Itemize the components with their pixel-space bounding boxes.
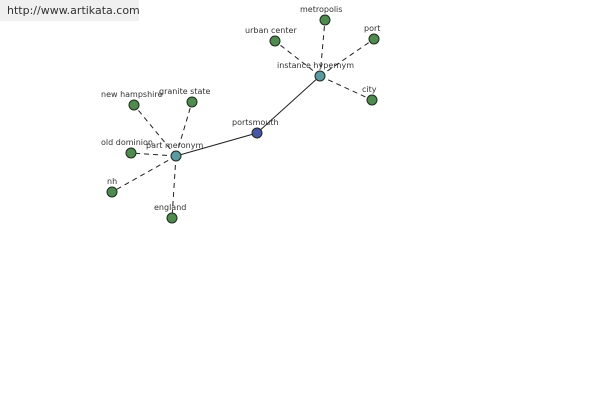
node-circle-nh[interactable] bbox=[106, 186, 118, 198]
node-circle-portsmouth[interactable] bbox=[251, 127, 263, 139]
edge-part-meronym-to-new-hampshire bbox=[133, 104, 177, 157]
node-new-hampshire[interactable]: new hampshire bbox=[101, 90, 162, 111]
node-circle-instance-hypernym[interactable] bbox=[314, 70, 326, 82]
edge-portsmouth-to-part-meronym bbox=[175, 132, 258, 157]
node-label-instance-hypernym: instance hypernym bbox=[277, 61, 354, 70]
node-england[interactable]: england bbox=[154, 203, 186, 224]
edge-part-meronym-to-granite-state bbox=[175, 101, 193, 157]
node-circle-granite-state[interactable] bbox=[186, 96, 198, 108]
node-granite-state[interactable]: granite state bbox=[159, 87, 211, 108]
node-circle-new-hampshire[interactable] bbox=[128, 99, 140, 111]
node-city[interactable]: city bbox=[362, 85, 378, 106]
node-nh[interactable]: nh bbox=[106, 177, 118, 198]
edge-instance-hypernym-to-city bbox=[319, 75, 373, 101]
node-port[interactable]: port bbox=[364, 24, 380, 45]
edge-part-meronym-to-england bbox=[171, 155, 177, 219]
node-circle-metropolis[interactable] bbox=[319, 14, 331, 26]
edge-part-meronym-to-nh bbox=[111, 155, 177, 193]
node-label-england: england bbox=[154, 203, 186, 212]
artikata-url: http://www.artikata.com bbox=[0, 0, 140, 21]
node-label-new-hampshire: new hampshire bbox=[101, 90, 162, 99]
edge-instance-hypernym-to-port bbox=[319, 38, 375, 77]
node-circle-part-meronym[interactable] bbox=[170, 150, 182, 162]
node-label-old-dominion: old dominion bbox=[101, 138, 153, 147]
node-portsmouth[interactable]: portsmouth bbox=[232, 118, 279, 139]
node-part-meronym[interactable]: part meronym bbox=[146, 141, 203, 162]
node-label-portsmouth: portsmouth bbox=[232, 118, 279, 127]
edge-instance-hypernym-to-urban-center bbox=[274, 40, 321, 77]
node-circle-old-dominion[interactable] bbox=[125, 147, 137, 159]
node-metropolis[interactable]: metropolis bbox=[300, 5, 342, 26]
edge-portsmouth-to-instance-hypernym bbox=[256, 75, 321, 134]
node-label-urban-center: urban center bbox=[245, 26, 297, 35]
node-label-metropolis: metropolis bbox=[300, 5, 342, 14]
node-label-part-meronym: part meronym bbox=[146, 141, 203, 150]
node-label-nh: nh bbox=[107, 177, 117, 186]
nodes-layer: portsmouth instance hypernym part meronym m… bbox=[101, 5, 380, 224]
edges-layer bbox=[111, 19, 375, 219]
node-circle-england[interactable] bbox=[166, 212, 178, 224]
edge-instance-hypernym-to-metropolis bbox=[319, 19, 326, 77]
node-urban-center[interactable]: urban center bbox=[245, 26, 297, 47]
node-circle-city[interactable] bbox=[366, 94, 378, 106]
node-label-city: city bbox=[362, 85, 377, 94]
node-label-granite-state: granite state bbox=[159, 87, 211, 96]
node-label-port: port bbox=[364, 24, 380, 33]
node-circle-urban-center[interactable] bbox=[269, 35, 281, 47]
node-instance-hypernym[interactable]: instance hypernym bbox=[277, 61, 354, 82]
node-old-dominion[interactable]: old dominion bbox=[101, 138, 153, 159]
node-circle-port[interactable] bbox=[368, 33, 380, 45]
edge-part-meronym-to-old-dominion bbox=[130, 152, 177, 157]
